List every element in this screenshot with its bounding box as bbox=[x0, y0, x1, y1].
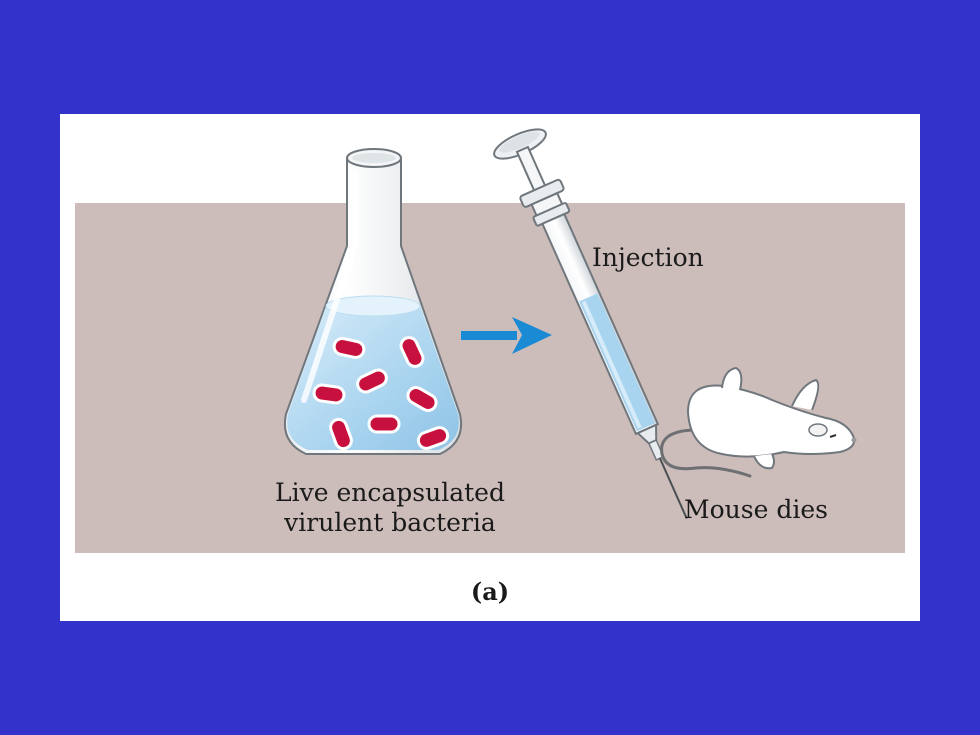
flask-caption: Live encapsulated virulent bacteria bbox=[240, 478, 540, 538]
flask-caption-line1: Live encapsulated bbox=[275, 478, 505, 507]
bacteria-cluster bbox=[312, 336, 450, 451]
outcome-label: Mouse dies bbox=[684, 495, 828, 524]
dead-mouse-icon bbox=[660, 366, 857, 478]
erlenmeyer-flask-icon bbox=[284, 148, 462, 455]
figure-backdrop bbox=[75, 203, 905, 553]
figure-panel: Live encapsulated virulent bacteria Inje… bbox=[60, 114, 920, 621]
flask-caption-line2: virulent bacteria bbox=[284, 508, 496, 537]
figure-artwork bbox=[284, 128, 857, 519]
injection-label: Injection bbox=[592, 243, 704, 272]
panel-label: (a) bbox=[470, 577, 510, 606]
arrow-right-icon bbox=[461, 317, 552, 354]
syringe-icon bbox=[493, 128, 688, 519]
